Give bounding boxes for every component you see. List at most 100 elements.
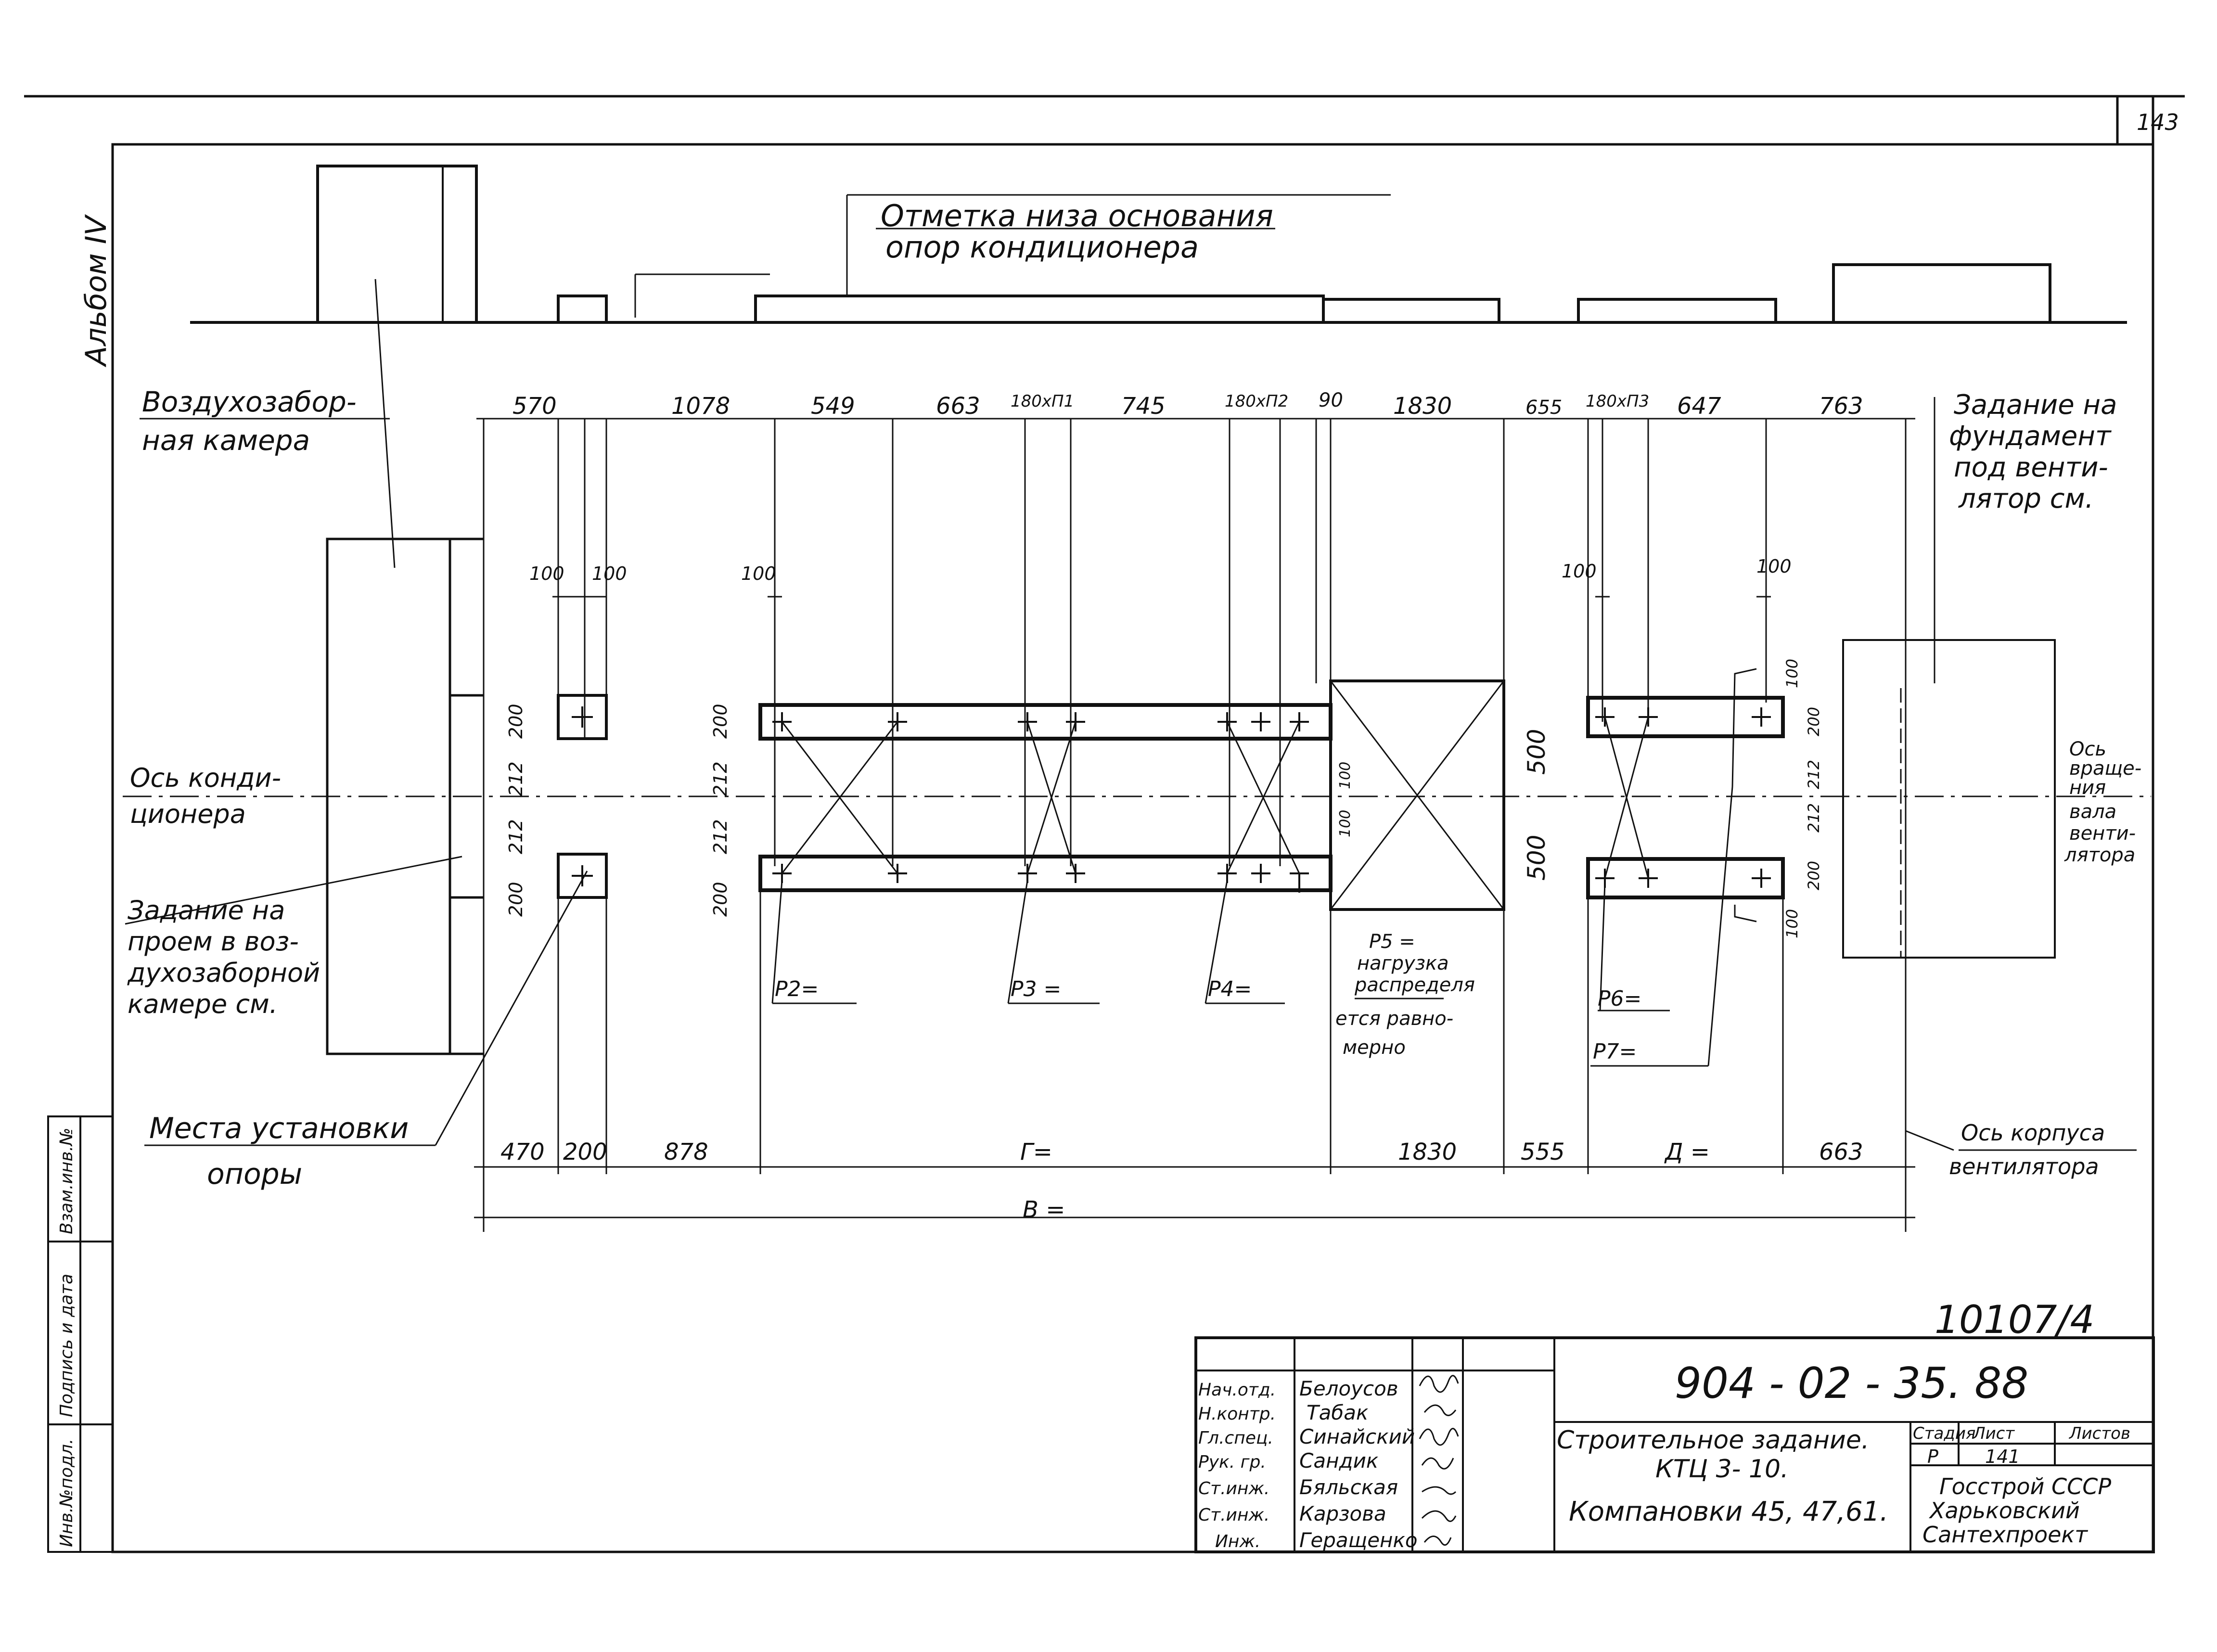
top-dimension-values: 570 1078 549 663 180xП1 745 180xП2 90 18… [513, 389, 1863, 420]
side-strip-sign: Подпись и дата [57, 1274, 77, 1417]
rot-axis-3: ния [2069, 777, 2106, 799]
dim-100-a: 100 [529, 563, 564, 584]
page-number: 143 [2137, 109, 2179, 135]
rot-axis-4: вала [2069, 801, 2116, 823]
dim-r200-a: 200 [1805, 707, 1823, 736]
dim-v100-b: 100 [1337, 810, 1354, 837]
dim-top-7: 90 [1319, 389, 1343, 411]
cond-axis-label: Ось конди- [130, 763, 281, 793]
name-1: Табак [1307, 1401, 1369, 1424]
opening-task-3: духозаборной [127, 958, 320, 988]
sheets-header: Листов [2068, 1424, 2130, 1443]
support-places-label-2: опоры [207, 1157, 302, 1191]
dim-top-0: 570 [513, 393, 557, 420]
dim-100-c: 100 [741, 563, 776, 584]
sheet-header: Лист [1972, 1424, 2015, 1443]
dim-v500-b: 500 [1523, 835, 1551, 881]
side-strip: Инв.№подл. Подпись и дата Взам.инв.№ [47, 1115, 114, 1553]
dim-v212-2: 212 [505, 819, 526, 854]
sheet-frame [24, 95, 2185, 1553]
body-axis-1: Ось корпуса [1961, 1120, 2105, 1146]
body-axis-2: вентилятора [1949, 1153, 2099, 1179]
role-6: Инж. [1215, 1532, 1260, 1551]
beam-bracing [781, 721, 1300, 874]
side-strip-replace: Взам.инв.№ [57, 1127, 77, 1234]
name-2: Синайский [1299, 1425, 1415, 1448]
name-0: Белоусов [1299, 1377, 1398, 1400]
role-3: Рук. гр. [1198, 1452, 1266, 1472]
dim-bottom-0: 470 [500, 1139, 545, 1165]
load-p4: P4= [1208, 977, 1252, 1001]
name-3: Сандик [1299, 1449, 1379, 1473]
signatures [1419, 1375, 1459, 1546]
role-1: Н.контр. [1198, 1404, 1276, 1424]
role-5: Ст.инж. [1198, 1505, 1269, 1525]
dim-bottom-6: Д = [1664, 1139, 1710, 1165]
dim-v212-3: 212 [710, 761, 731, 796]
dim-v200-4: 200 [710, 882, 731, 917]
name-4: Бяльская [1299, 1475, 1398, 1499]
page-number-text: 143 [2137, 109, 2179, 135]
title-line-3: Компановки 45, 47,61. [1569, 1496, 1888, 1527]
dim-chain-bottom [474, 890, 1915, 1218]
dim-bottom-1: 200 [563, 1139, 607, 1165]
name-6: Геращенко [1299, 1528, 1418, 1552]
title-line-2: КТЦ 3- 10. [1655, 1455, 1789, 1484]
opening-task-1: Задание на [128, 895, 285, 925]
dim-bottom-2: 878 [664, 1139, 708, 1165]
title-block-roles: Нач.отд. Н.контр. Гл.спец. Рук. гр. Ст.и… [1198, 1380, 1276, 1551]
side-strip-inv: Инв.№подл. [57, 1439, 77, 1547]
bottom-dimension-values: 470 200 878 Г= 1830 555 Д = 663 В = [500, 1139, 1863, 1223]
fan-task-1: Задание на [1954, 389, 2117, 421]
dim-v200-1: 200 [505, 704, 526, 739]
dim-v200-2: 200 [505, 882, 526, 917]
load-p5-5: мерно [1343, 1037, 1406, 1059]
dim-total: В = [1023, 1196, 1065, 1223]
dim-top-8: 1830 [1393, 393, 1452, 420]
elevation-view [190, 165, 2127, 568]
dim-100-b: 100 [592, 563, 627, 584]
air-chamber-label: Воздухозабор- [142, 385, 357, 418]
load-p3: P3 = [1011, 977, 1061, 1001]
cond-axis-label-2: ционера [130, 799, 246, 829]
dim-top-1: 1078 [671, 393, 730, 420]
dim-top-11: 647 [1677, 393, 1721, 420]
dim-r212-b: 212 [1805, 803, 1823, 832]
name-5: Карзова [1299, 1502, 1386, 1525]
dim-bottom-7: 663 [1819, 1139, 1863, 1165]
rot-axis-5: венти- [2069, 822, 2136, 845]
rot-axis-6: лятора [2064, 844, 2135, 866]
org-line-2: Харьковский [1929, 1498, 2080, 1524]
archive-number: 10107/4 [1935, 1297, 2094, 1342]
org-line-1: Госстрой СССР [1939, 1473, 2111, 1499]
support-places-label: Места установки [149, 1112, 409, 1145]
air-chamber-label-2: ная камера [142, 424, 310, 457]
dim-bottom-3: Г= [1020, 1139, 1052, 1165]
dim-v100-a: 100 [1337, 762, 1354, 789]
drawing-code: 904 - 02 - 35. 88 [1675, 1358, 2028, 1408]
stage-header: Стадия [1913, 1424, 1975, 1443]
dim-v212-4: 212 [710, 819, 731, 854]
dim-r212-a: 212 [1805, 760, 1823, 789]
dim-top-6: 180xП2 [1225, 392, 1288, 411]
small-dimensions: 100 100 100 100 100 200 212 212 200 200 … [505, 556, 1823, 938]
dim-100-d: 100 [1562, 561, 1597, 582]
stage-value: Р [1927, 1446, 1938, 1467]
rot-axis-1: Ось [2069, 738, 2106, 760]
load-p6: P6= [1598, 986, 1641, 1011]
dim-top-2: 549 [811, 393, 855, 420]
dim-top-10: 180xП3 [1586, 392, 1649, 411]
load-p2: P2= [775, 977, 819, 1001]
dim-v200-3: 200 [710, 704, 731, 739]
dim-r200-b: 200 [1805, 861, 1823, 890]
load-p5-4: ется равно- [1335, 1008, 1453, 1030]
dim-v500-a: 500 [1523, 729, 1551, 775]
body-axis-label: Ось корпуса вентилятора [1905, 1120, 2137, 1179]
dim-r100-b: 100 [1783, 909, 1801, 938]
fan-task-3: под венти- [1954, 452, 2108, 483]
fan-task-4: лятор см. [1958, 483, 2094, 514]
load-p5-3: распределя [1354, 974, 1475, 996]
org-line-3: Сантехпроект [1922, 1522, 2088, 1548]
sheet-value: 141 [1985, 1446, 2020, 1467]
title-block-names: Белоусов Табак Синайский Сандик Бяльская… [1299, 1377, 1418, 1552]
